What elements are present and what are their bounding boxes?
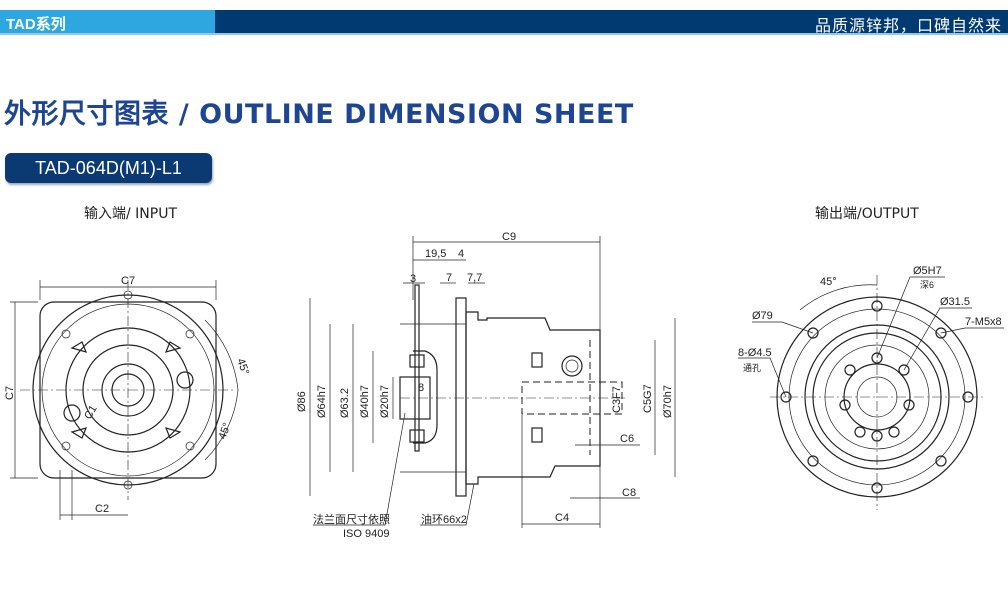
dim-c7-left: C7 bbox=[4, 386, 16, 400]
dim-c4: C4 bbox=[555, 512, 569, 524]
dim-d70: Ø70h7 bbox=[662, 385, 674, 418]
dim-d63-2: Ø63.2 bbox=[339, 388, 351, 418]
header-bar: 品质源锌邦，口碑自然来 bbox=[215, 10, 1008, 35]
note-oring: 油环66x2 bbox=[421, 512, 467, 526]
dim-7-7: 7,7 bbox=[467, 272, 482, 284]
dim-c6: C6 bbox=[620, 433, 634, 445]
dim-m5: 7-M5x8 bbox=[965, 316, 1002, 328]
dim-8: 8 bbox=[418, 382, 424, 394]
slogan: 品质源锌邦，口碑自然来 bbox=[814, 16, 1002, 35]
dim-c3: C3F7 bbox=[611, 386, 623, 413]
dim-d20: Ø20h7 bbox=[379, 385, 391, 418]
dim-c7-top: C7 bbox=[121, 275, 135, 287]
dim-c9: C9 bbox=[502, 231, 516, 243]
dim-19-5: 19,5 bbox=[425, 248, 446, 260]
page-title: 外形尺寸图表 / OUTLINE DIMENSION SHEET bbox=[4, 99, 634, 130]
dim-d86: Ø86 bbox=[296, 391, 308, 412]
dim-c8: C8 bbox=[622, 487, 636, 499]
dim-angle-2: 45° bbox=[217, 421, 234, 441]
dim-out-angle: 45° bbox=[820, 276, 837, 288]
dim-d64: Ø64h7 bbox=[316, 385, 328, 418]
dim-holes: 8-Ø4.5 bbox=[738, 347, 772, 359]
dim-c5: C5G7 bbox=[642, 384, 654, 413]
dim-3: 3 bbox=[410, 273, 416, 285]
dim-d40: Ø40h7 bbox=[359, 385, 371, 418]
output-view-label: 输出端/OUTPUT bbox=[815, 206, 919, 222]
dim-7: 7 bbox=[446, 272, 452, 284]
dim-d79: Ø79 bbox=[752, 310, 773, 322]
note-iso: ISO 9409 bbox=[343, 528, 389, 540]
model-badge: TAD-064D(M1)-L1 bbox=[5, 153, 212, 183]
series-label: TAD系列 bbox=[6, 16, 66, 33]
dim-depth: 深6 bbox=[920, 280, 934, 290]
dim-d5: Ø5H7 bbox=[913, 265, 942, 277]
dim-through: 通孔 bbox=[743, 363, 761, 373]
note-flange: 法兰面尺寸依照 bbox=[313, 512, 390, 526]
series-tab: TAD系列 bbox=[0, 10, 215, 33]
dim-d31-5: Ø31.5 bbox=[940, 296, 970, 308]
dim-4: 4 bbox=[458, 248, 464, 260]
dim-c2: C2 bbox=[95, 503, 109, 515]
dim-angle-1: 45° bbox=[234, 357, 251, 377]
header-divider bbox=[0, 33, 1008, 35]
input-view-label: 输入端/ INPUT bbox=[84, 206, 178, 222]
